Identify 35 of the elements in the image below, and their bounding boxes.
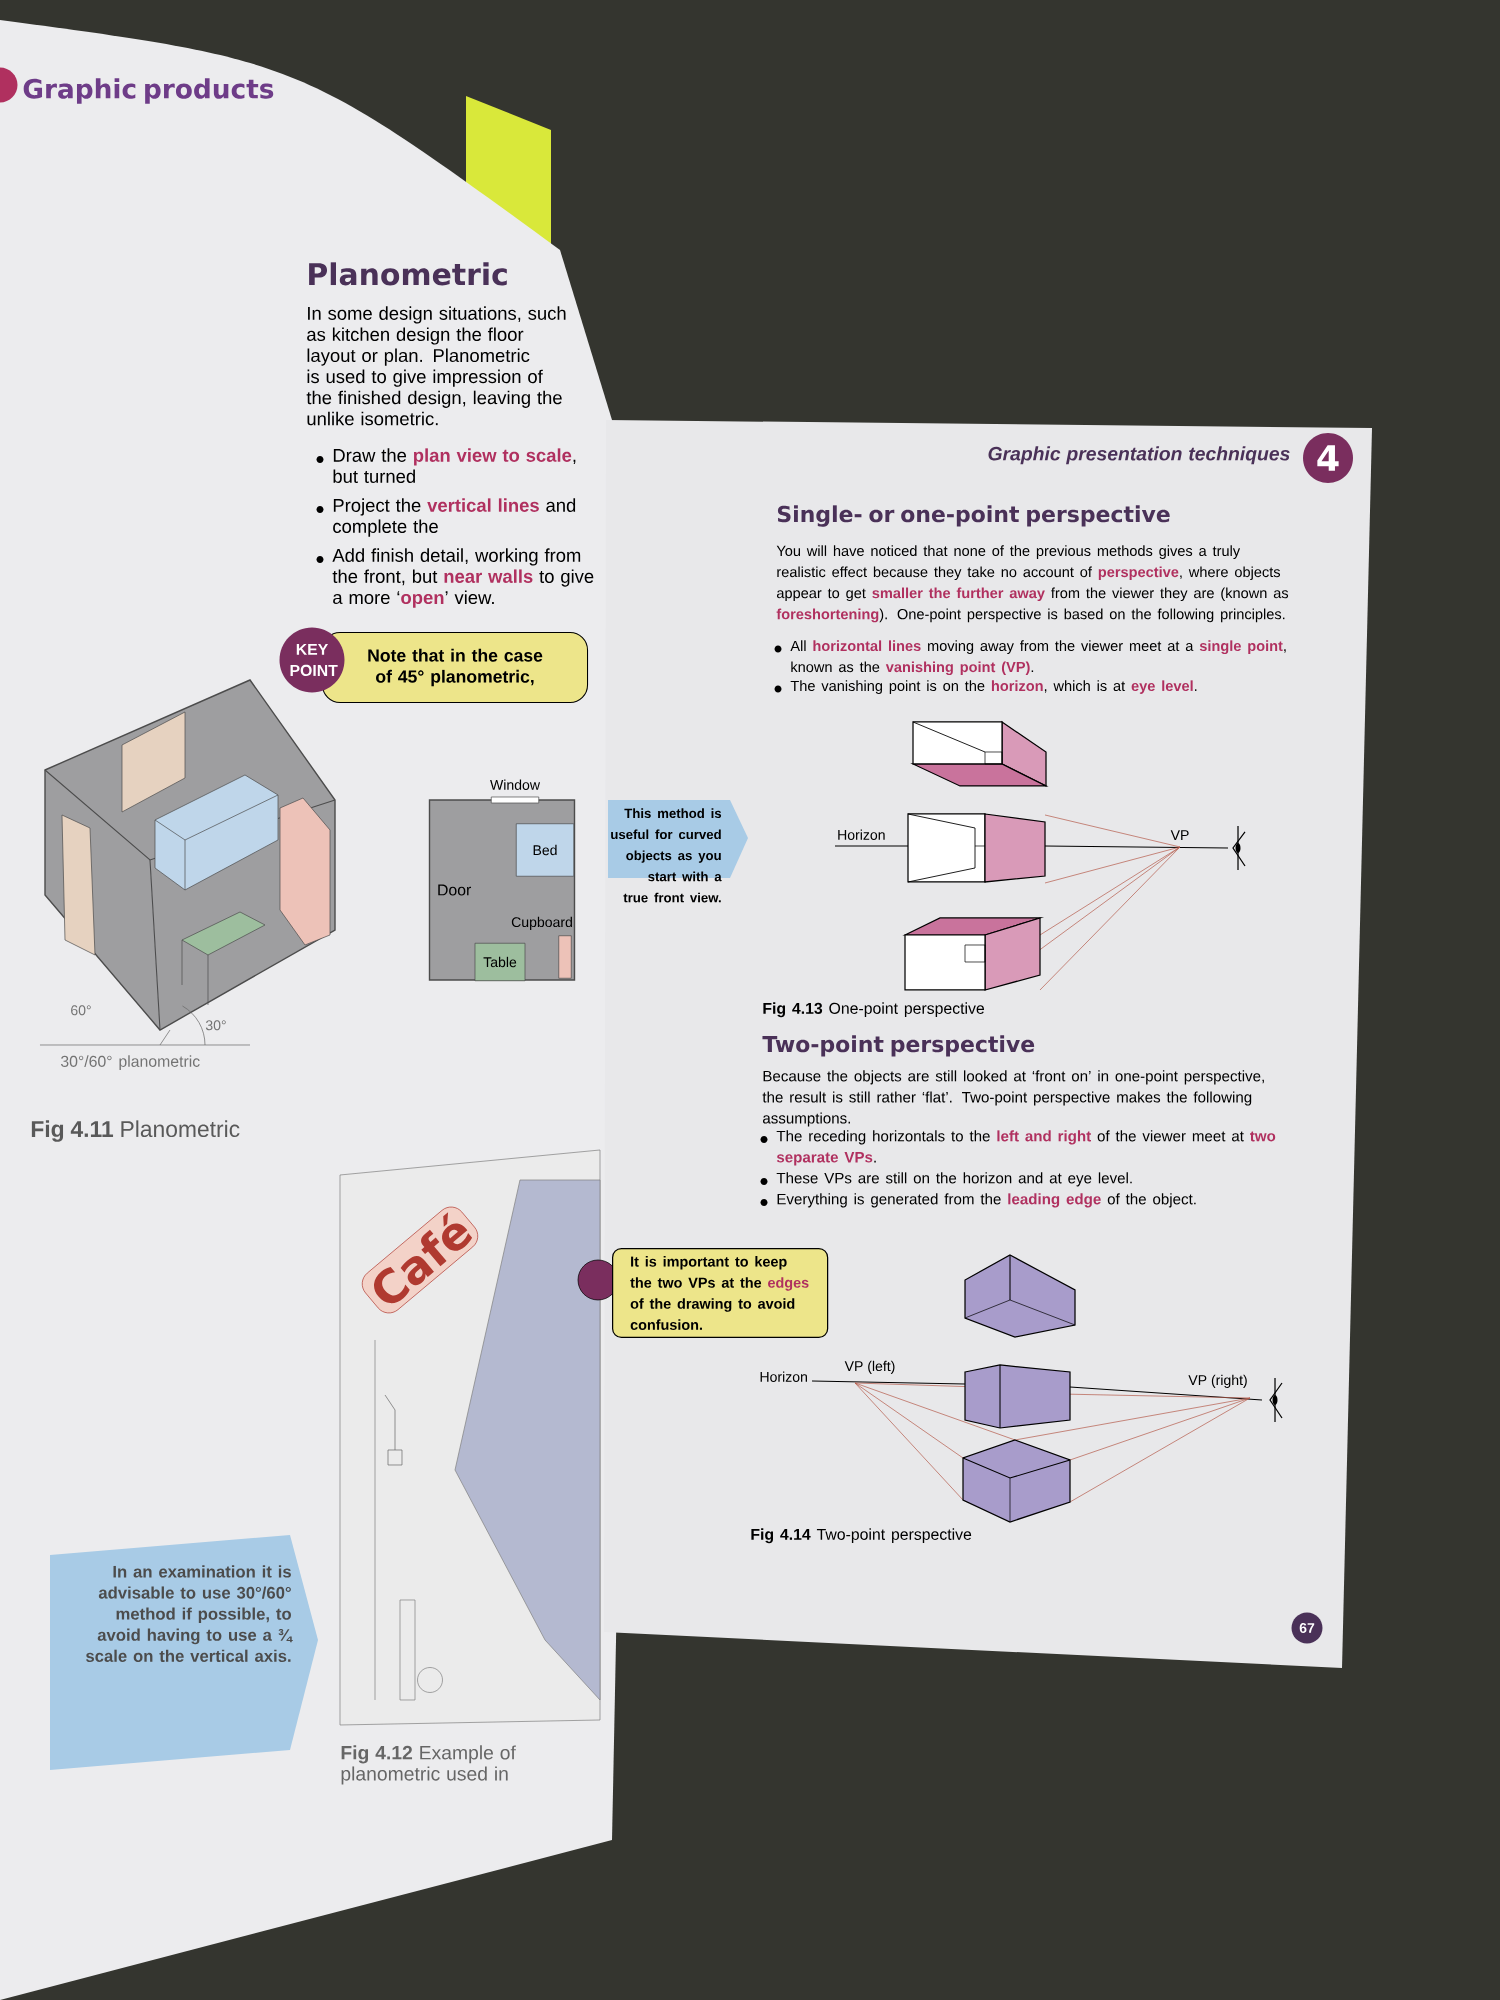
- figure-caption: Fig 4.11 Planometric: [31, 1120, 240, 1142]
- angle-label: 60°: [71, 1005, 91, 1016]
- running-head: Graphic products: [23, 78, 274, 104]
- bullet-item: Draw the plan view to scale, but turned: [316, 448, 576, 483]
- body-text: In some design situations, such as kitchen design the floor layout or plan. Planometric is used to give impression of the finished design, leaving the unlike isometric.: [306, 306, 566, 426]
- running-head: Graphic presentation techniques: [988, 446, 1290, 465]
- diagram-label: VP (right): [1186, 1373, 1250, 1390]
- bullet-item: Project the vertical lines and complete the: [316, 498, 576, 537]
- figure-caption: Fig 4.13 One-point perspective: [763, 1002, 985, 1018]
- body-text: Because the objects are still looked at ‘front on’ in one-point perspective, the result is still rather ‘flat’. Two-point perspective makes the following assumptions.: [762, 1070, 1264, 1127]
- chapter-badge: 4: [1303, 433, 1353, 483]
- node-label: Cupboard: [511, 916, 572, 930]
- section-heading: Planometric: [309, 262, 507, 286]
- section-heading: Single- or one-point perspective: [777, 505, 1170, 527]
- key-point-badge: KEY POINT: [279, 627, 345, 693]
- angle-label: 30°: [205, 1020, 226, 1031]
- bullet-item: All horizontal lines moving away from the viewer meet at a single point, known as the vanishing point (VP).: [774, 640, 1286, 676]
- bullet-item: Everything is generated from the leading edge of the object.: [760, 1193, 1196, 1208]
- table-box: Table: [474, 942, 526, 982]
- bed-box: Bed: [515, 823, 575, 877]
- section-heading: Two-point perspective: [762, 1035, 1035, 1057]
- node-label: true front view.: [623, 892, 721, 903]
- bullet-item: Add finish detail, working from the front, but near walls to give a more ‘open’ view.: [316, 548, 594, 608]
- figure-caption: Fig 4.12 Example of planometric used in: [341, 1745, 516, 1785]
- page-number: 67: [1291, 1612, 1323, 1644]
- node-label: Window: [490, 779, 541, 790]
- bullet-item: The receding horizontals to the left and right of the viewer meet at two separate VPs.: [760, 1130, 1276, 1166]
- diagram-label: VP: [1168, 828, 1192, 842]
- figure-caption: Fig 4.14 Two-point perspective: [751, 1528, 972, 1544]
- diagram-label: 30°/60° planometric: [60, 1055, 200, 1071]
- body-text: You will have noticed that none of the previous methods gives a truly realistic effect because they take no account of perspective, where objects appear to get smaller the further away from the viewer they are (known as foreshortening). One-point perspective is based on the following principles.: [776, 545, 1289, 623]
- bullet-item: The vanishing point is on the horizon, which is at eye level.: [774, 680, 1197, 694]
- diagram-label: VP (left): [842, 1359, 898, 1376]
- key-point-box: It is important to keep the two VPs at the edges of the drawing to avoid confusion.: [577, 1248, 829, 1339]
- bullet-item: These VPs are still on the horizon and at eye level.: [760, 1172, 1132, 1187]
